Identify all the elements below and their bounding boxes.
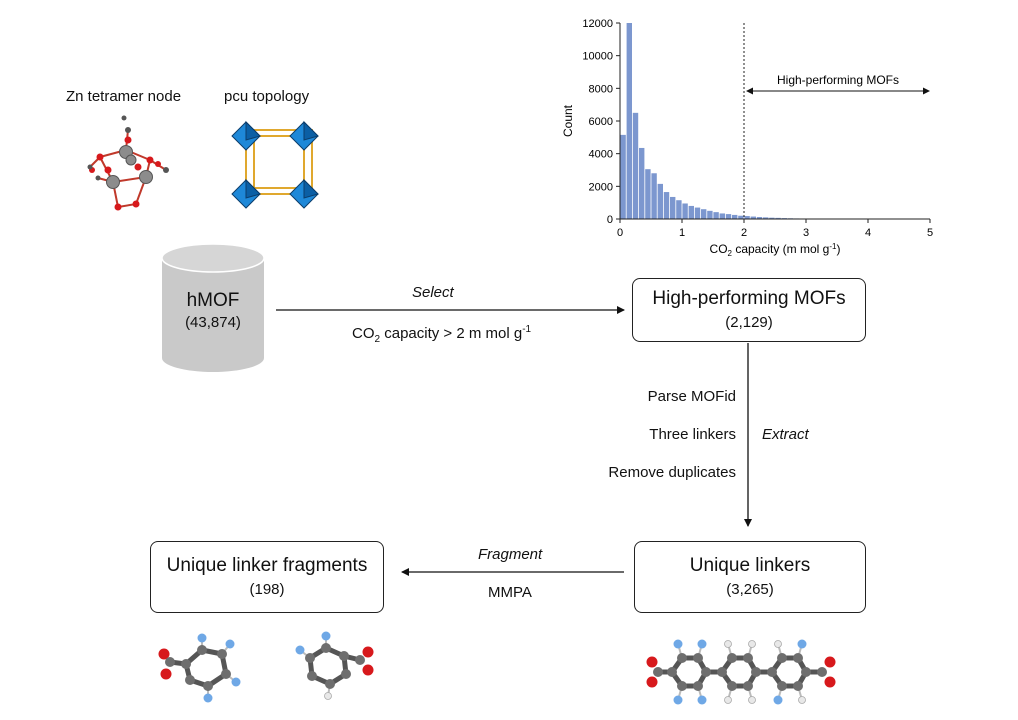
histogram-bar: [639, 147, 645, 219]
histogram-bar: [756, 217, 763, 219]
select-label: Select: [412, 284, 454, 301]
fragment-molecule-1: [158, 633, 241, 703]
database-cylinder-icon: [161, 243, 265, 372]
unique-fragments-count: (198): [249, 581, 285, 598]
unique-linkers-title: Unique linkers: [689, 555, 811, 576]
x-tick-label: 2: [741, 227, 747, 239]
y-tick-label: 0: [607, 214, 613, 226]
histogram-bar: [732, 214, 738, 219]
histogram-bar: [657, 183, 663, 219]
histogram-bar: [744, 216, 750, 219]
annotation-arrowhead-right: [923, 87, 930, 95]
histogram-bar: [651, 173, 657, 219]
y-tick-label: 10000: [582, 51, 613, 63]
topology-label: pcu topology: [224, 88, 310, 105]
extract-step-3: Remove duplicates: [608, 464, 736, 481]
histogram-bar: [738, 215, 744, 219]
database-count: (43,874): [185, 314, 241, 331]
histogram-bar: [626, 23, 632, 219]
histogram-bar: [645, 169, 651, 219]
extract-step-1: Parse MOFid: [647, 388, 736, 405]
y-tick-label: 8000: [589, 83, 613, 95]
x-tick-label: 1: [679, 227, 685, 239]
histogram-bar: [713, 212, 719, 219]
histogram-bar: [682, 203, 688, 219]
histogram-bar: [688, 205, 694, 219]
histogram-bar: [701, 209, 707, 219]
histogram-bar: [763, 217, 769, 219]
unique-linkers-box: Unique linkers (3,265): [634, 541, 866, 613]
annotation-arrowhead-left: [746, 87, 753, 95]
fragment-molecule-2: [295, 631, 374, 700]
zn-tetramer-node-image: [87, 115, 169, 211]
annotation-label: High-performing MOFs: [777, 73, 899, 87]
select-criterion: CO2 capacity > 2 m mol g-1: [352, 324, 532, 345]
database-title: hMOF: [186, 290, 240, 311]
unique-linkers-count: (3,265): [726, 581, 774, 598]
histogram-bar: [707, 210, 713, 219]
fragment-method: MMPA: [488, 584, 532, 601]
histogram-bar: [719, 213, 725, 219]
high-performing-box: High-performing MOFs (2,129): [632, 278, 866, 342]
histogram-bar: [632, 112, 639, 219]
y-tick-label: 2000: [589, 181, 613, 193]
y-tick-label: 12000: [582, 18, 613, 30]
y-tick-label: 4000: [589, 149, 613, 161]
histogram-bar: [620, 134, 626, 219]
unique-fragments-box: Unique linker fragments (198): [150, 541, 384, 613]
histogram-bar: [750, 216, 756, 219]
x-axis-label: CO2 capacity (m mol g-1): [710, 242, 841, 258]
histogram-bar: [663, 192, 670, 219]
histogram-bar: [676, 200, 682, 219]
high-performing-title: High-performing MOFs: [652, 288, 846, 309]
y-axis-label: Count: [561, 104, 575, 137]
x-tick-label: 4: [865, 227, 871, 239]
histogram-bar: [670, 196, 676, 219]
x-tick-label: 5: [927, 227, 933, 239]
x-tick-label: 3: [803, 227, 809, 239]
fragment-label: Fragment: [478, 546, 543, 563]
histogram-bar: [775, 217, 781, 219]
pcu-topology-image: [231, 120, 319, 209]
high-performing-count: (2,129): [725, 314, 773, 331]
node-label: Zn tetramer node: [66, 88, 182, 105]
capacity-histogram: 0 2000 4000 6000 8000 10000 12000 0 1 2 3 4 5 High-pe…: [561, 18, 933, 258]
histogram-bar: [725, 214, 732, 219]
extract-label: Extract: [762, 426, 809, 443]
x-tick-label: 0: [617, 227, 623, 239]
linker-molecule: [646, 639, 836, 705]
histogram-bar: [769, 217, 775, 219]
extract-step-2: Three linkers: [649, 426, 736, 443]
y-tick-label: 6000: [589, 116, 613, 128]
histogram-bar: [694, 207, 701, 219]
unique-fragments-title: Unique linker fragments: [166, 555, 368, 576]
